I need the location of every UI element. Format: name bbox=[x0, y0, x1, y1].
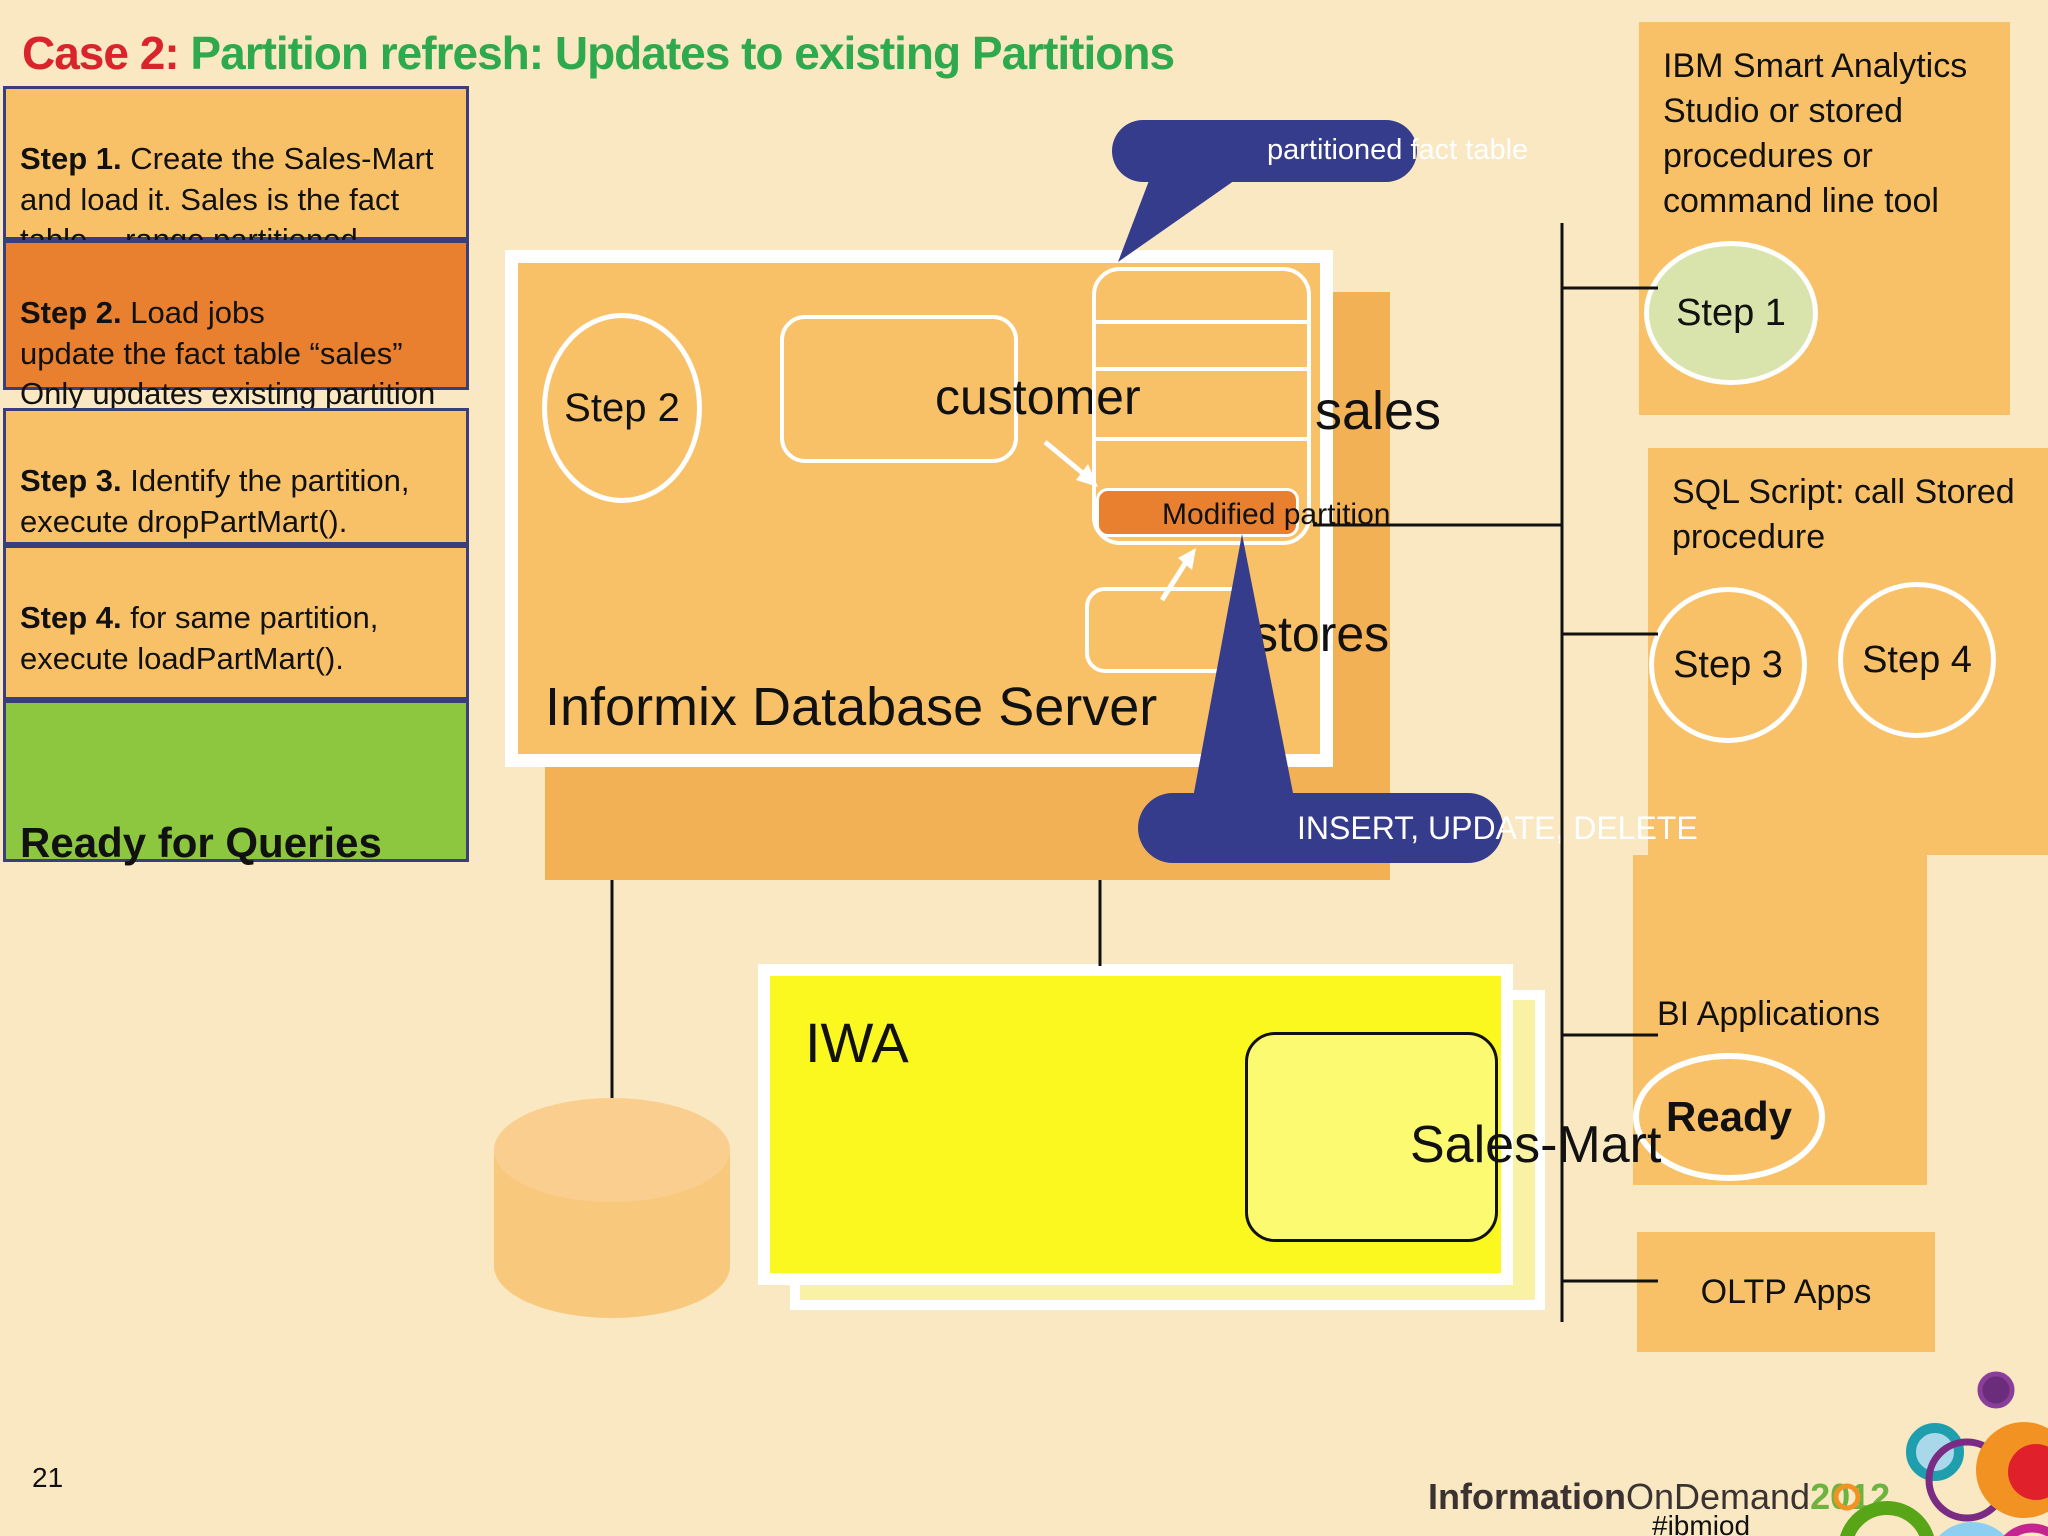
step2-box: Step 2. Load jobs update the fact table … bbox=[3, 240, 469, 411]
step4-circle-label: Step 4 bbox=[1862, 638, 1972, 681]
step2-text: Load jobs update the fact table “sales” … bbox=[20, 295, 436, 411]
step4-box: Step 4. for same partition, execute load… bbox=[3, 545, 469, 700]
step2-circle: Step 2 bbox=[542, 313, 702, 503]
sales-mart-label: Sales-Mart bbox=[1410, 1116, 1662, 1174]
partition-divider bbox=[1096, 320, 1307, 324]
stores-table-shape bbox=[1085, 587, 1255, 673]
customer-table-shape bbox=[780, 315, 1018, 463]
database-cylinder-icon bbox=[494, 1098, 730, 1318]
step1-tool-text: IBM Smart Analytics Studio or stored pro… bbox=[1663, 47, 1968, 220]
bi-applications-label: BI Applications bbox=[1657, 995, 1881, 1033]
modified-partition-label: Modified partition bbox=[1162, 498, 1391, 531]
step1-text: Create the Sales-Mart and load it. Sales… bbox=[20, 141, 434, 257]
hashtag-label: #ibmiod bbox=[1652, 1510, 1751, 1536]
stores-label: stores bbox=[1253, 606, 1390, 662]
step3-text: Identify the partition, execute dropPart… bbox=[20, 463, 410, 539]
iwa-label: IWA bbox=[805, 1011, 909, 1074]
brand-regular: OnDemand bbox=[1625, 1476, 1811, 1517]
page-title: Case 2: Partition refresh: Updates to ex… bbox=[22, 26, 1175, 80]
title-case-label: Case 2: bbox=[22, 27, 180, 79]
step1-label: Step 1. bbox=[20, 141, 122, 177]
ready-badge: Ready bbox=[1633, 1053, 1825, 1181]
step4-text: for same partition, execute loadPartMart… bbox=[20, 600, 379, 676]
step3-box: Step 3. Identify the partition, execute … bbox=[3, 408, 469, 545]
insert-update-delete-label: INSERT, UPDATE, DELETE bbox=[1297, 810, 1698, 846]
sql-script-text: SQL Script: call Stored procedure bbox=[1672, 473, 2015, 556]
step3-circle-label: Step 3 bbox=[1673, 643, 1783, 686]
ready-for-queries-label: Ready for Queries bbox=[20, 818, 382, 866]
step1-box: Step 1. Create the Sales-Mart and load i… bbox=[3, 86, 469, 257]
oltp-apps-label: OLTP Apps bbox=[1700, 1272, 1872, 1311]
partitioned-fact-table-callout: partitioned fact table bbox=[1112, 120, 1528, 182]
sales-mart-shape bbox=[1245, 1032, 1498, 1242]
step1-circle-label: Step 1 bbox=[1676, 291, 1786, 334]
ready-badge-label: Ready bbox=[1665, 1093, 1793, 1140]
sales-label: sales bbox=[1315, 381, 1442, 441]
step4-label: Step 4. bbox=[20, 600, 122, 636]
step3-label: Step 3. bbox=[20, 463, 122, 499]
brand-year: 2012 bbox=[1810, 1476, 1891, 1517]
step2-circle-label: Step 2 bbox=[564, 385, 680, 430]
brand-bold: Information bbox=[1428, 1476, 1626, 1517]
ready-for-queries-box: Ready for Queries bbox=[3, 700, 469, 866]
page-number: 21 bbox=[32, 1462, 64, 1493]
step3-circle: Step 3 bbox=[1649, 587, 1807, 743]
informix-server-label: Informix Database Server bbox=[545, 677, 1158, 737]
insert-update-delete-callout: INSERT, UPDATE, DELETE bbox=[1138, 793, 1698, 863]
partition-divider bbox=[1096, 367, 1307, 371]
title-rest-label: Partition refresh: Updates to existing P… bbox=[178, 27, 1175, 79]
step1-circle: Step 1 bbox=[1644, 241, 1818, 385]
oltp-apps-box: OLTP Apps bbox=[1637, 1232, 1935, 1352]
step2-label: Step 2. bbox=[20, 295, 122, 331]
step4-circle: Step 4 bbox=[1838, 582, 1996, 738]
customer-label: customer bbox=[935, 369, 1141, 425]
partitioned-fact-table-label: partitioned fact table bbox=[1267, 134, 1529, 166]
partition-divider bbox=[1096, 437, 1307, 441]
